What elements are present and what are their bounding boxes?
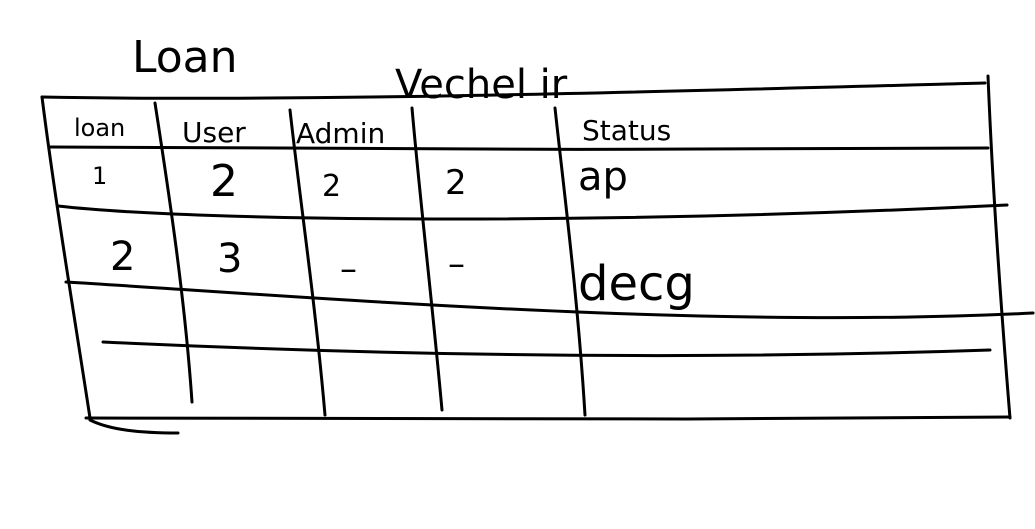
column-divider-3 (410, 106, 444, 412)
cell-r1-status: ap (578, 154, 628, 200)
header-cell-status: Status (582, 114, 671, 147)
cell-r1-user: 2 (210, 156, 238, 207)
table-row: 1 2 2 2 ap (92, 154, 628, 207)
column-divider-1 (153, 101, 194, 404)
table-grid (40, 74, 1035, 435)
cell-r1-col4: 2 (445, 163, 467, 203)
column-divider-2 (288, 108, 327, 417)
table-row: 2 3 – – decg (110, 234, 695, 312)
cell-r2-user: 3 (217, 236, 242, 282)
cell-r2-col4: – (448, 244, 465, 284)
cell-r2-loan: 2 (110, 234, 135, 280)
table-header: loan User Admin Status (74, 114, 671, 150)
column-divider-4 (553, 106, 587, 417)
table-bottom-tail (88, 418, 180, 435)
sketch-title: Loan (132, 32, 238, 83)
sketch-subtitle: Vechel ir (395, 62, 568, 108)
header-cell-admin: Admin (296, 117, 385, 150)
cell-r1-loan: 1 (92, 162, 107, 190)
row-separator-2 (64, 280, 1035, 320)
cell-r1-admin: 2 (322, 169, 341, 204)
table-left-border (40, 95, 92, 420)
cell-r2-admin: – (340, 249, 357, 289)
table-right-border (986, 74, 1012, 420)
row-separator-3 (101, 340, 992, 358)
cell-r2-status: decg (578, 256, 695, 312)
header-cell-loan: loan (74, 114, 125, 142)
header-separator (48, 145, 990, 151)
table-top-border (40, 81, 987, 100)
row-separator-1 (56, 203, 1009, 221)
table-bottom-border (84, 415, 1012, 421)
header-cell-user: User (182, 116, 246, 149)
